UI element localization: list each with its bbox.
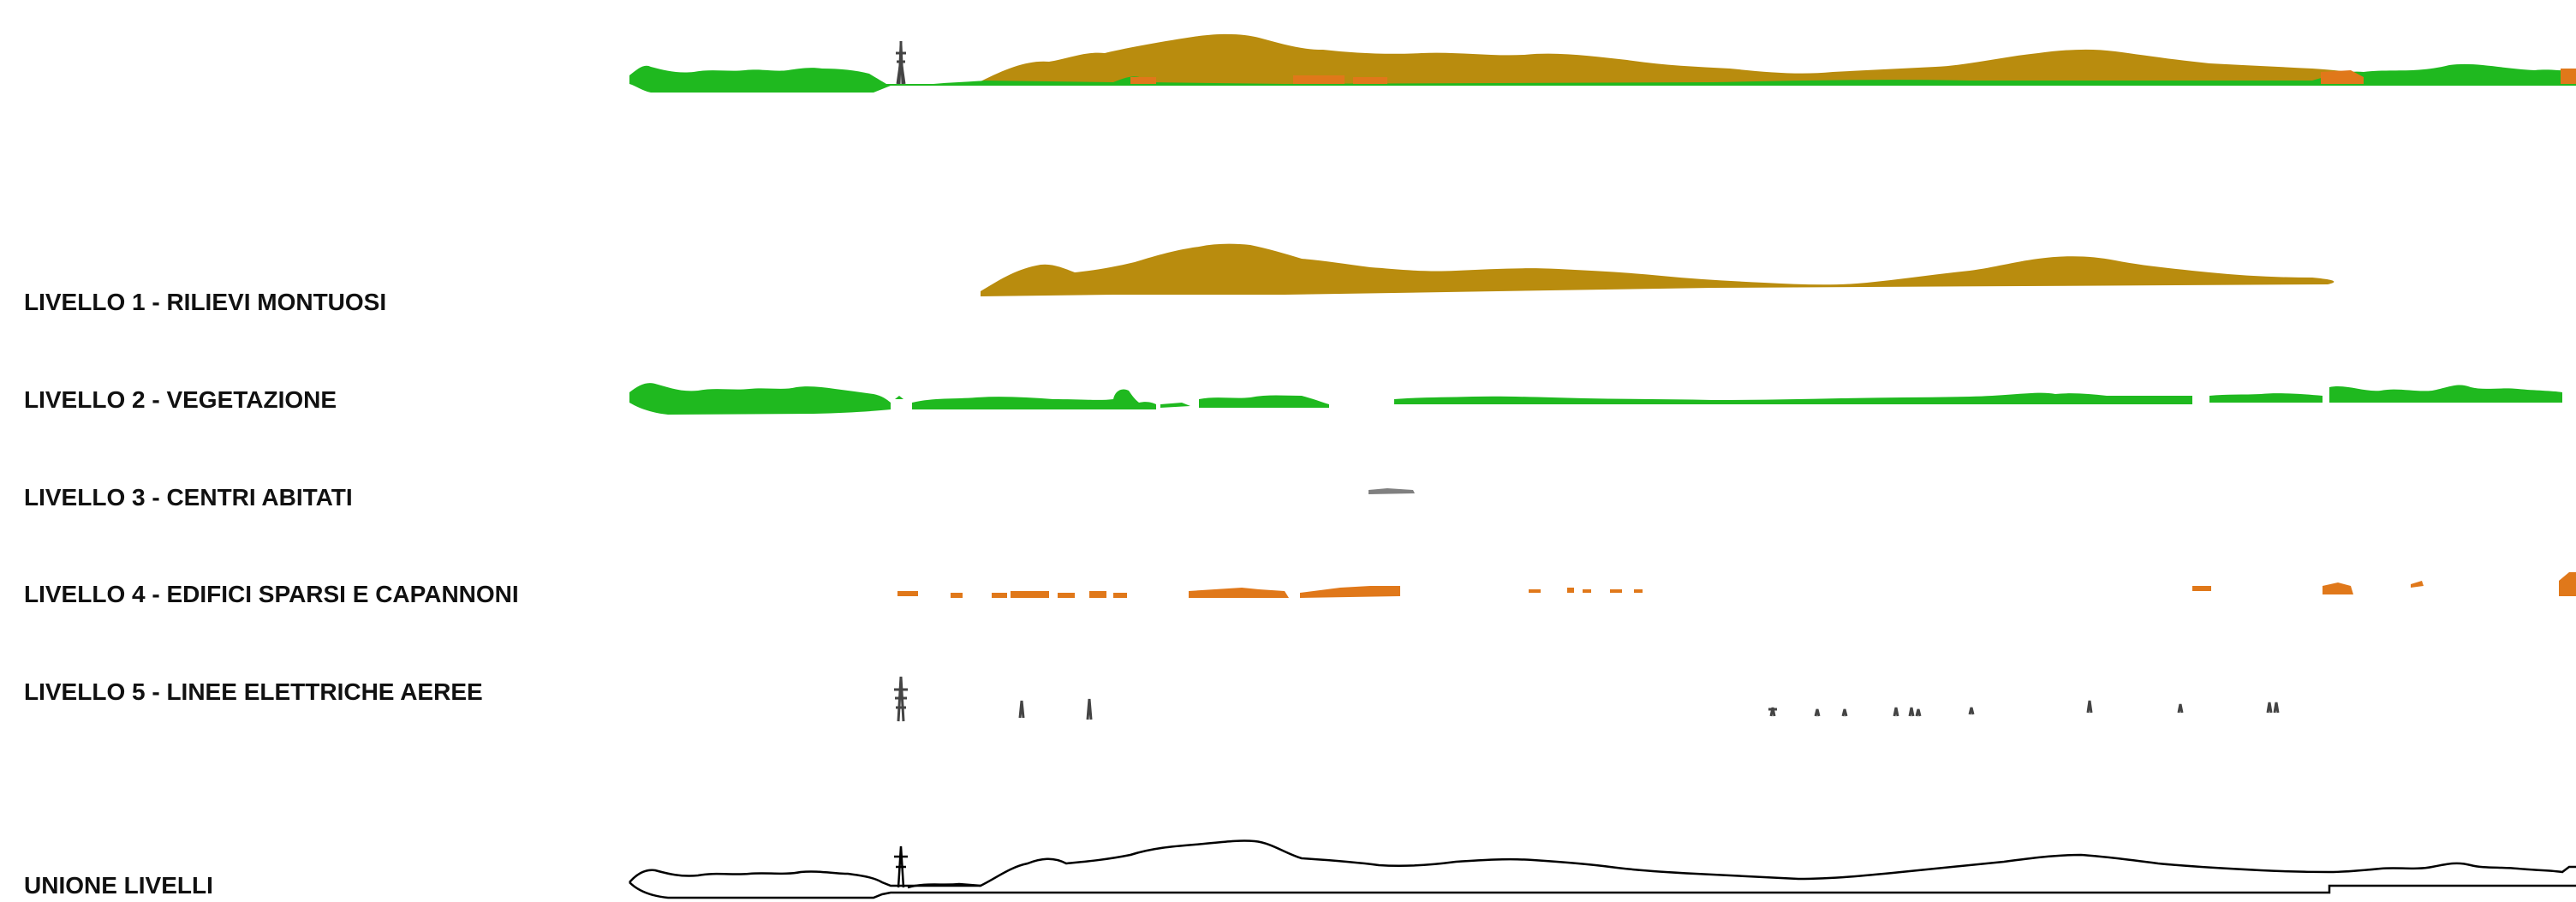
combined-mountain-layer [981, 33, 2359, 84]
level-4-buildings-layer [897, 572, 2576, 598]
label-union: UNIONE LIVELLI [24, 872, 213, 899]
tall-pylon [894, 676, 908, 722]
level-3-town-layer [1368, 488, 1415, 494]
label-level-1: LIVELLO 1 - RILIEVI MONTUOSI [24, 289, 386, 315]
level-5-power-lines-layer [894, 676, 2280, 722]
level-1-mountain-layer [981, 243, 2334, 296]
label-level-4: LIVELLO 4 - EDIFICI SPARSI E CAPANNONI [24, 581, 519, 607]
label-level-5: LIVELLO 5 - LINEE ELETTRICHE AEREE [24, 678, 483, 705]
combined-pylon [896, 41, 906, 85]
combined-building-accents [1130, 69, 2576, 84]
combined-colored-profile [629, 33, 2576, 93]
level-2-vegetation-layer [629, 383, 2562, 415]
union-outline-profile [629, 839, 2576, 899]
label-level-2: LIVELLO 2 - VEGETAZIONE [24, 386, 337, 413]
label-level-3: LIVELLO 3 - CENTRI ABITATI [24, 484, 353, 511]
combined-vegetation-layer [629, 63, 2576, 93]
